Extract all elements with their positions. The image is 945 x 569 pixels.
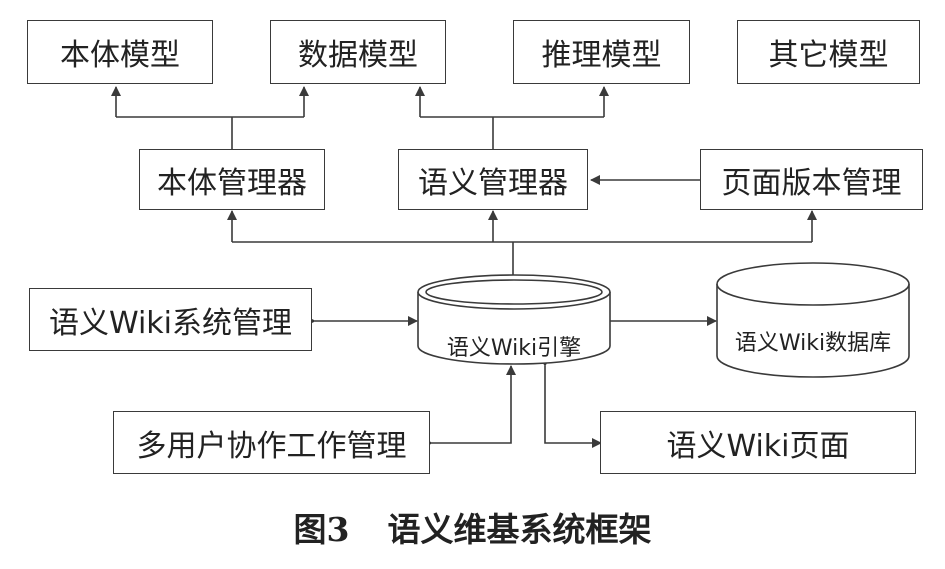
system-management-box: 语义Wiki系统管理 xyxy=(29,288,312,351)
other-model-label: 其它模型 xyxy=(768,38,889,73)
page-version-box: 页面版本管理 xyxy=(700,149,923,210)
database-cylinder xyxy=(716,262,910,378)
arrow-collab-engine xyxy=(423,365,516,448)
wiki-pages-box: 语义Wiki页面 xyxy=(600,411,916,474)
database-label: 语义Wiki数据库 xyxy=(734,331,892,356)
figure-number: 图3 xyxy=(293,510,350,549)
engine-cylinder xyxy=(417,274,611,365)
semantic-manager-label: 语义管理器 xyxy=(418,165,568,201)
system-management-label: 语义Wiki系统管理 xyxy=(48,305,293,341)
collab-management-label: 多用户协作工作管理 xyxy=(136,428,407,464)
reasoning-model-label: 推理模型 xyxy=(541,38,662,73)
figure-caption: 图3 语义维基系统框架 xyxy=(0,503,945,551)
ontology-model-label: 本体模型 xyxy=(60,38,180,73)
data-model-box: 数据模型 xyxy=(270,20,446,84)
data-model-label: 数据模型 xyxy=(298,38,418,73)
other-model-box: 其它模型 xyxy=(737,20,920,84)
wiki-pages-label: 语义Wiki页面 xyxy=(666,428,850,464)
reasoning-model-box: 推理模型 xyxy=(513,20,690,84)
ontology-manager-box: 本体管理器 xyxy=(139,149,325,210)
semantic-manager-box: 语义管理器 xyxy=(398,149,588,210)
arrow-engine-pages xyxy=(540,357,602,448)
ontology-model-box: 本体模型 xyxy=(27,20,213,84)
engine-label: 语义Wiki引擎 xyxy=(446,336,582,361)
ontology-manager-label: 本体管理器 xyxy=(157,165,307,201)
collab-management-box: 多用户协作工作管理 xyxy=(113,411,430,474)
page-version-label: 页面版本管理 xyxy=(721,165,902,201)
figure-title: 语义维基系统框架 xyxy=(387,510,652,549)
